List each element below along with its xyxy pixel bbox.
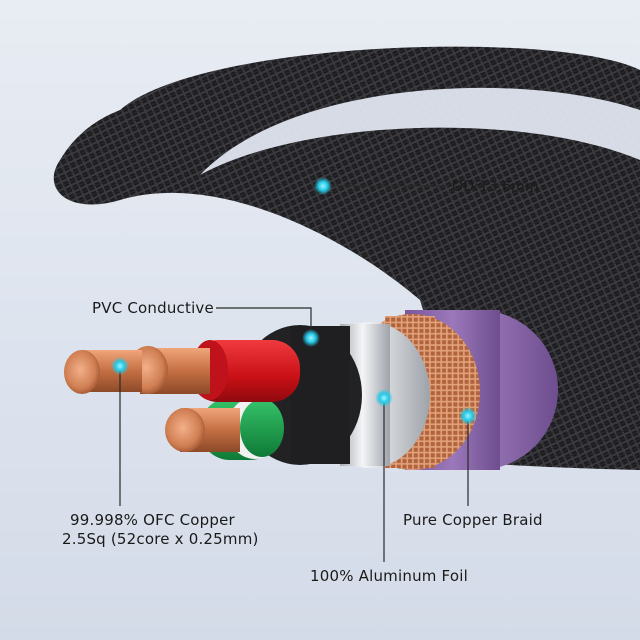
pvc-callout-line bbox=[216, 307, 312, 338]
green-insulation-end-inner bbox=[240, 399, 284, 457]
aluminum-foil-label: 100% Aluminum Foil bbox=[310, 567, 468, 585]
copper-dot bbox=[111, 357, 129, 375]
callout-dots bbox=[111, 177, 477, 425]
outer-diameter-label: OD:13.6mm bbox=[452, 179, 539, 195]
pvc-conductive-label: PVC Conductive bbox=[92, 299, 214, 317]
od-dot bbox=[314, 177, 332, 195]
foil-dot bbox=[375, 389, 393, 407]
cable-jacket-inner-edge bbox=[200, 87, 640, 175]
pvc-conductive-body bbox=[290, 326, 350, 464]
braid-dot bbox=[459, 407, 477, 425]
conductor-spec-label: 2.5Sq (52core x 0.25mm) bbox=[62, 530, 259, 548]
copper-braid-label: Pure Copper Braid bbox=[403, 511, 543, 529]
conductor-material-label: 99.998% OFC Copper bbox=[70, 511, 235, 529]
pvc-dot bbox=[302, 329, 320, 347]
green-copper-face bbox=[165, 408, 205, 452]
callout-lines bbox=[119, 185, 469, 562]
loose-copper-face bbox=[64, 350, 100, 394]
